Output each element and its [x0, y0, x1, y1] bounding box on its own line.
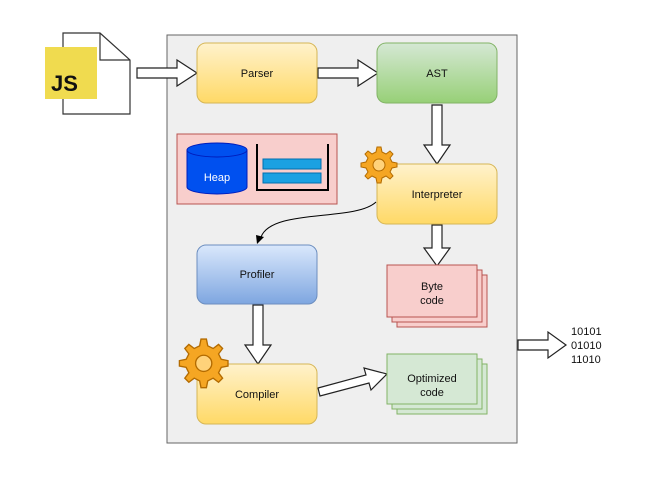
bytecode-label-line2: code [420, 295, 444, 307]
binary-line: 11010 [571, 354, 601, 366]
binary-line: 10101 [571, 326, 602, 338]
optimized-label-line1: Optimized [407, 373, 457, 385]
heap-cylinder-icon: Heap [186, 142, 248, 195]
parser-label: Parser [241, 68, 274, 80]
js-file-icon: JS [45, 32, 131, 115]
heap-label: Heap [204, 172, 230, 184]
gear-icon [178, 338, 229, 389]
arrow-profiler-to-compiler [243, 304, 273, 366]
arrow-head-profiler [256, 235, 264, 244]
binary-line: 01010 [571, 340, 602, 352]
bytecode-node: Byte code [386, 264, 488, 328]
compiler-node: Compiler [196, 363, 318, 425]
profiler-label: Profiler [240, 269, 275, 281]
flow-arrows [136, 58, 568, 397]
arrow-compiler-to-optimized [317, 367, 389, 397]
compiler-label: Compiler [235, 389, 279, 401]
binary-output: 10101 01010 11010 [571, 326, 602, 366]
stack-icon [256, 144, 329, 191]
js-logo-text: JS [51, 71, 78, 96]
parser-node: Parser [196, 42, 318, 104]
arrow-js-to-parser [136, 58, 199, 88]
arrow-interpreter-to-bytecode [422, 224, 452, 268]
ast-node: AST [376, 42, 498, 104]
arrow-ast-to-interpreter [422, 104, 452, 166]
optimized-label-line2: code [420, 387, 444, 399]
arrow-interpreter-to-profiler [260, 201, 377, 238]
optimized-code-node: Optimized code [386, 353, 488, 415]
arrow-to-binary [517, 330, 568, 360]
gear-icon [360, 146, 398, 184]
memory-box: Heap [176, 133, 338, 205]
profiler-node: Profiler [196, 244, 318, 305]
interpreter-label: Interpreter [412, 189, 463, 201]
ast-label: AST [426, 68, 448, 80]
arrow-parser-to-ast [317, 58, 380, 88]
bytecode-label-line1: Byte [421, 281, 443, 293]
interpreter-node: Interpreter [376, 163, 498, 225]
